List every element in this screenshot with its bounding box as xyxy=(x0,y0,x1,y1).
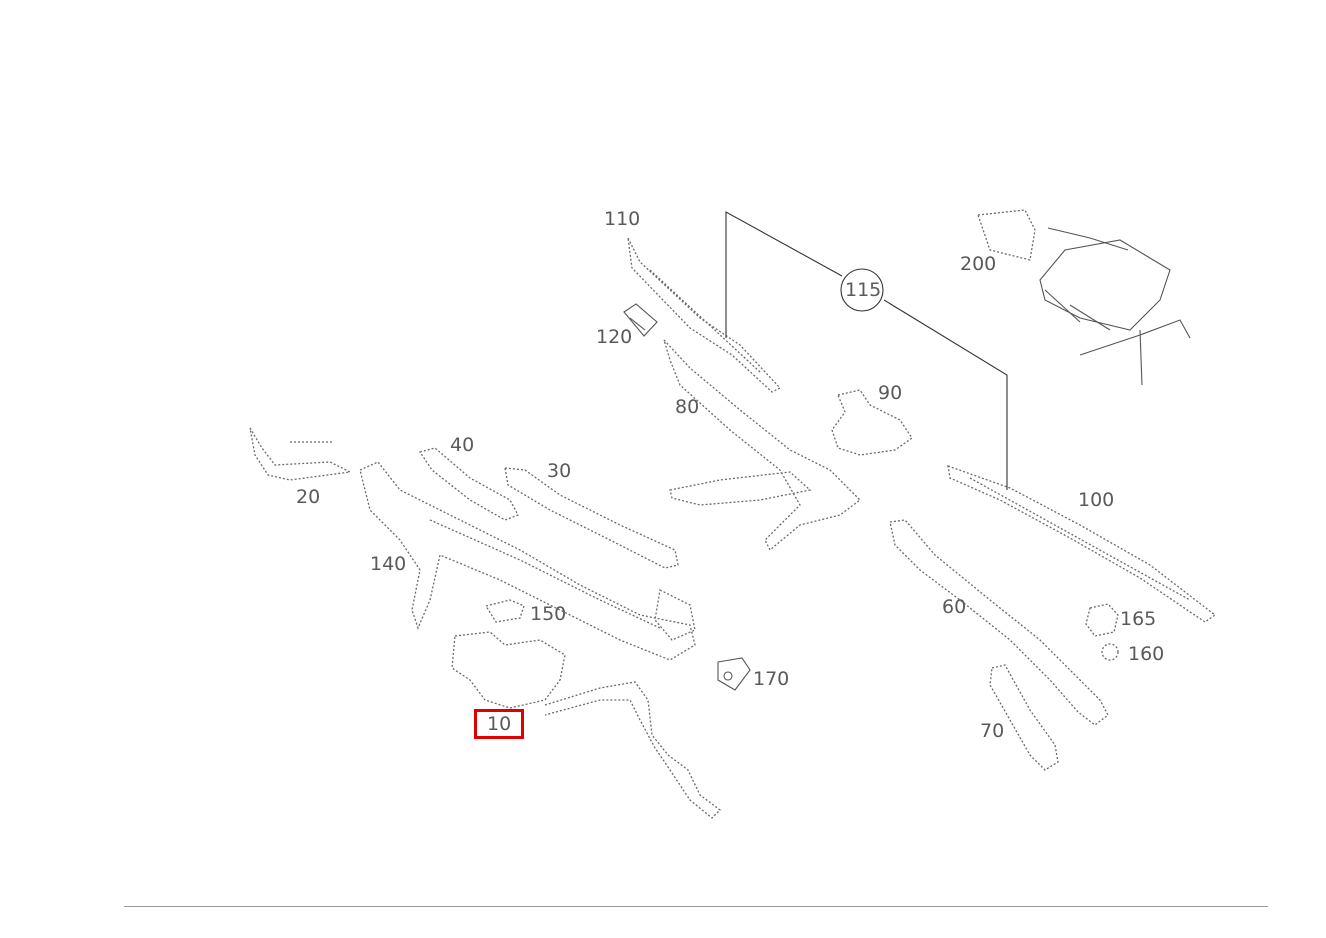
part-170-bracket[interactable] xyxy=(717,657,751,691)
part-80-wiper-arm[interactable] xyxy=(663,339,861,552)
part-10-wiper-motor[interactable] xyxy=(451,631,721,819)
callout-120[interactable]: 120 xyxy=(596,326,633,348)
part-160-nut[interactable] xyxy=(1101,643,1119,661)
part-70-cover[interactable] xyxy=(989,664,1059,771)
part-30-linkage[interactable] xyxy=(504,467,679,569)
callout-140[interactable]: 140 xyxy=(370,553,407,575)
part-110-wiper-blade[interactable] xyxy=(627,237,782,393)
part-120-clip[interactable] xyxy=(623,303,658,337)
callout-20[interactable]: 20 xyxy=(296,486,321,508)
callout-110[interactable]: 110 xyxy=(604,208,641,230)
callout-90[interactable]: 90 xyxy=(878,382,903,404)
part-90-cap[interactable] xyxy=(831,389,913,456)
callout-115-circle xyxy=(840,268,884,312)
part-150-screw[interactable] xyxy=(484,599,525,623)
part-100-wiper-blade[interactable] xyxy=(947,465,1217,623)
footer-divider xyxy=(124,906,1268,907)
part-200-windshield-inset[interactable] xyxy=(977,209,1191,386)
callout-80[interactable]: 80 xyxy=(675,396,700,418)
callout-115[interactable]: 115 xyxy=(845,279,882,301)
callout-10-selected[interactable]: 10 xyxy=(474,709,525,739)
part-140-wiper-frame[interactable] xyxy=(359,461,696,661)
callout-30[interactable]: 30 xyxy=(547,460,572,482)
part-20-rod[interactable] xyxy=(249,427,353,481)
part-40-linkage[interactable] xyxy=(418,447,519,521)
callout-200[interactable]: 200 xyxy=(960,253,997,275)
callout-170[interactable]: 170 xyxy=(753,668,790,690)
callout-165[interactable]: 165 xyxy=(1120,608,1157,630)
callout-150[interactable]: 150 xyxy=(530,603,567,625)
callout-70[interactable]: 70 xyxy=(980,720,1005,742)
callout-60[interactable]: 60 xyxy=(942,596,967,618)
callout-100[interactable]: 100 xyxy=(1078,489,1115,511)
part-165-seal[interactable] xyxy=(1085,603,1119,637)
callout-40[interactable]: 40 xyxy=(450,434,475,456)
part-115-leader-bracket xyxy=(725,211,1008,490)
callout-160[interactable]: 160 xyxy=(1128,643,1165,665)
part-60-wiper-arm[interactable] xyxy=(889,519,1109,726)
